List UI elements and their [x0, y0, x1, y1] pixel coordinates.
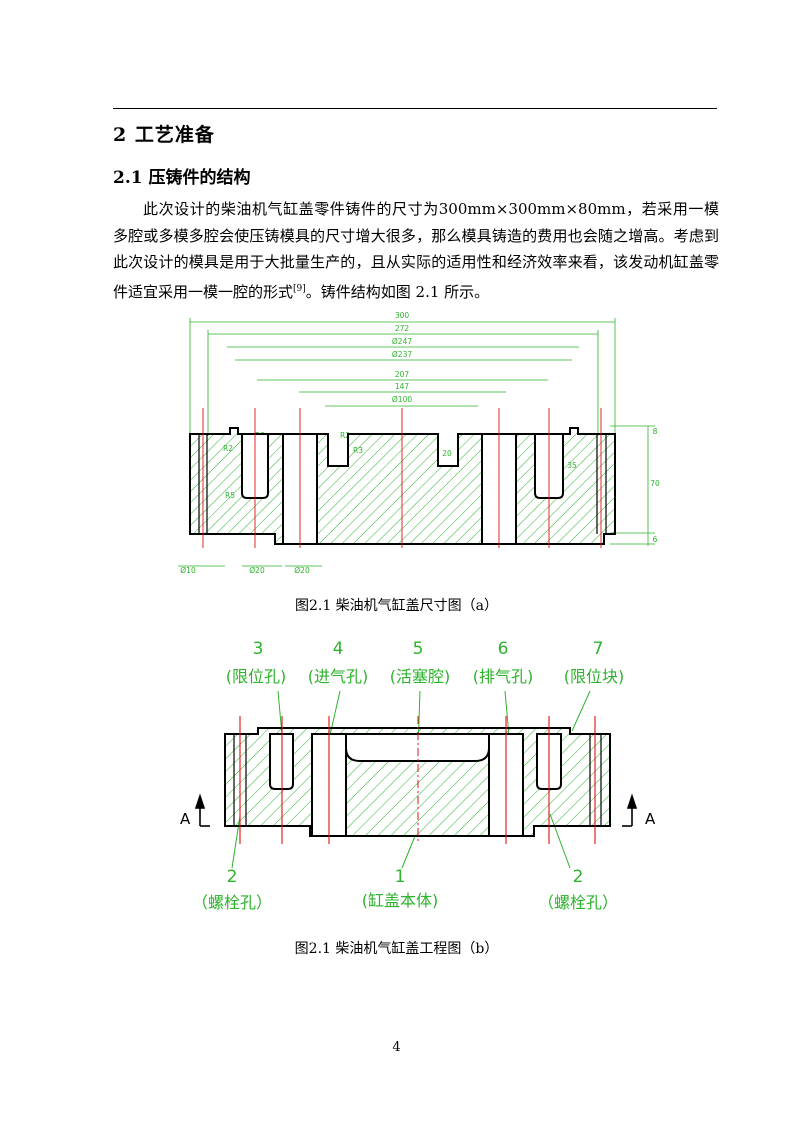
callout-7-label: (限位块) — [564, 667, 625, 686]
callout-4-num: 4 — [333, 639, 344, 659]
callout-5-label: (活塞腔) — [390, 667, 451, 686]
section-heading: 2 工艺准备 — [113, 124, 215, 146]
section-arrows — [194, 793, 638, 827]
dim-300: 300 — [395, 311, 410, 320]
dim-6: 6 — [653, 535, 658, 544]
dim-147: 147 — [395, 382, 410, 391]
callout-3-num: 3 — [253, 639, 264, 659]
dim-247: Ø247 — [392, 337, 412, 346]
paragraph-main: 此次设计的柴油机气缸盖零件铸件的尺寸为300mm×300mm×80mm，若采用一… — [113, 200, 719, 301]
dim-100: Ø100 — [392, 395, 412, 404]
callout-6-num: 6 — [498, 639, 509, 659]
callout-1-label: (缸盖本体) — [362, 891, 439, 910]
callout-5-num: 5 — [413, 639, 424, 659]
section-mark-left: A — [180, 810, 191, 828]
callout-3-label: (限位孔) — [226, 667, 287, 686]
dim-272: 272 — [395, 324, 410, 333]
dim-237: Ø237 — [392, 350, 412, 359]
citation: [9] — [293, 283, 306, 294]
dim-d10: Ø10 — [180, 566, 196, 575]
centerlines-a — [202, 408, 602, 548]
callout-4-label: (进气孔) — [308, 667, 369, 686]
header-rule — [113, 108, 717, 109]
callout-2-right-label: （螺栓孔） — [538, 893, 618, 912]
radius-r2-c: R2 — [340, 431, 350, 440]
callout-7-num: 7 — [593, 639, 604, 659]
dim-d20-left: Ø20 — [249, 566, 265, 575]
callout-2-left-num: 2 — [227, 867, 238, 887]
page-number: 4 — [392, 1040, 401, 1055]
centerlines-b — [239, 716, 596, 844]
callout-6-label: (排气孔) — [473, 667, 534, 686]
dim-20: 20 — [442, 449, 452, 458]
figure-b-caption: 图2.1 柴油机气缸盖工程图（b） — [294, 941, 499, 957]
callout-2-right-num: 2 — [573, 867, 584, 887]
dimension-lines — [178, 318, 655, 567]
dim-207: 207 — [395, 370, 410, 379]
paragraph-tail: 。铸件结构如图 2.1 所示。 — [305, 282, 490, 301]
figure-a-caption: 图2.1 柴油机气缸盖尺寸图（a） — [294, 598, 499, 614]
callout-2-left-label: （螺栓孔） — [192, 893, 272, 912]
body-paragraph: 此次设计的柴油机气缸盖零件铸件的尺寸为300mm×300mm×80mm，若采用一… — [113, 196, 719, 305]
dim-d20-right: Ø20 — [294, 566, 310, 575]
dim-70: 70 — [650, 479, 660, 488]
section-mark-right: A — [645, 810, 656, 828]
subsection-heading: 2.1 压铸件的结构 — [113, 168, 251, 188]
figure-a-drawing: 300 272 Ø247 Ø237 207 147 Ø100 Ø10 Ø20 Ø… — [178, 311, 660, 575]
dim-8: 8 — [653, 427, 658, 436]
figure-b-drawing: 3 4 5 6 7 (限位孔) (进气孔) (活塞腔) (排气孔) (限位块) — [180, 639, 656, 912]
callout-1-num: 1 — [395, 867, 406, 887]
